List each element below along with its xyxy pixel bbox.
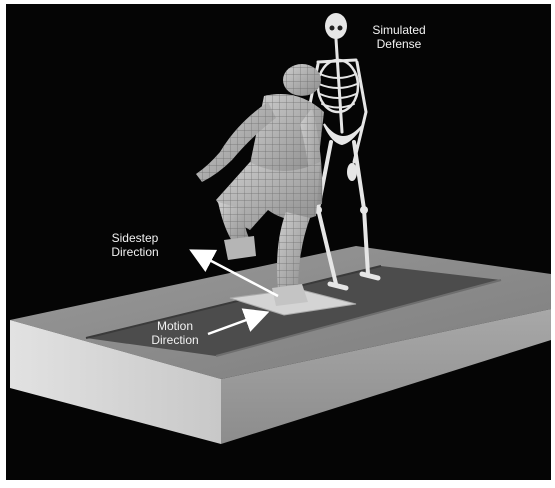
motion-direction-line1: Motion (144, 319, 206, 333)
sidestep-direction-line1: Sidestep (104, 231, 166, 245)
sidestep-direction-label: Sidestep Direction (104, 231, 166, 259)
motion-direction-line2: Direction (144, 333, 206, 347)
simulated-defense-line1: Simulated (368, 23, 430, 37)
sidestep-direction-line2: Direction (104, 245, 166, 259)
scene-svg (6, 4, 551, 480)
simulated-defense-label: Simulated Defense (368, 23, 430, 51)
motion-direction-label: Motion Direction (144, 319, 206, 347)
scene-3d: Simulated Defense Sidestep Direction Mot… (6, 4, 551, 480)
simulated-defense-line2: Defense (368, 37, 430, 51)
